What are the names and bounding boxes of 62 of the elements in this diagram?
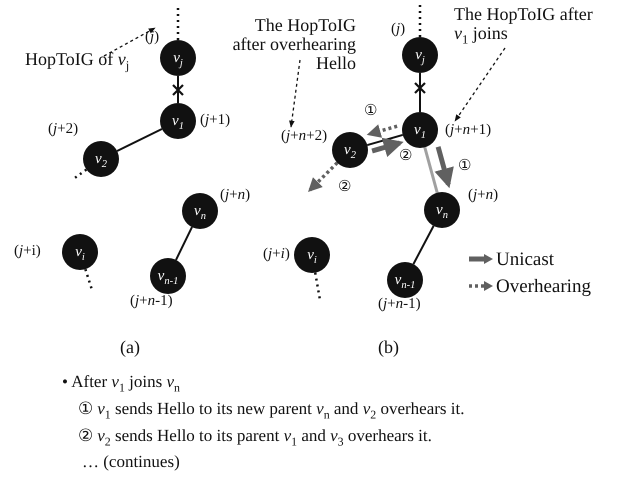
continuation-line (176, 6, 180, 40)
leader-arrow (289, 60, 301, 128)
node-circle (160, 40, 196, 76)
hop-count-label: (j+n) (468, 188, 498, 203)
message-arrow (366, 124, 398, 138)
node-label: v$_{n}$ (436, 202, 448, 218)
node-label: v$_{2}$ (95, 152, 107, 166)
bullet-text: • After v$_{1}$ joins v$_{n}$ (62, 373, 180, 390)
node-circle (402, 37, 438, 73)
hop-count-label: (j) (391, 22, 406, 37)
hop-count-label: (j+n) (220, 188, 250, 203)
link-line (423, 147, 439, 193)
hop-count-label: (j+n+1) (445, 123, 492, 138)
link-line (175, 226, 193, 260)
hop-count-label: (j+n+2) (281, 129, 328, 144)
node-circle (332, 132, 368, 168)
step-text: ② v$_{2}$ sends Hello to its parent v$_{1}$ and v$_{3}$ overhears it. (78, 427, 432, 444)
hop-count-label: (j+n-1) (378, 297, 421, 312)
node-label: v$_{2}$ (344, 142, 356, 158)
node-circle (424, 192, 460, 228)
node-label: v$_{1}$ (414, 122, 426, 138)
node-circle (83, 141, 119, 177)
node-label: v$_{n}$ (194, 204, 206, 218)
continuation-line (418, 4, 422, 37)
link-line (367, 134, 403, 146)
link-line (116, 128, 162, 152)
leader-arrow (104, 27, 156, 57)
node-circle (62, 234, 98, 270)
node-circle (160, 103, 196, 139)
annotation-text: The HopToIG after overhearing Hello (222, 16, 356, 73)
hop-count-label: (j+n-1) (130, 294, 173, 309)
hop-count-label: (j+i) (14, 244, 41, 259)
node-label: v$_{i}$ (75, 244, 85, 260)
message-arrow (434, 146, 454, 188)
node-label: v$_{n-1}$ (394, 272, 416, 288)
note-text: … (continues) (82, 453, 180, 470)
hop-count-label: (j+1) (200, 113, 230, 128)
step-text: ① v$_{1}$ sends Hello to its new parent v$_{n}$ and v$_{2}$ overhears it. (78, 400, 464, 417)
continuation-line (314, 272, 322, 300)
annotation-text: The HopToIG after v$_{1}$ joins (454, 5, 594, 43)
link-line (412, 225, 434, 265)
node-circle (402, 112, 438, 148)
node-label: v$_{1}$ (172, 114, 184, 128)
leader-arrow (454, 48, 506, 122)
continuation-line (84, 268, 94, 290)
node-circle (182, 193, 218, 229)
link-line (419, 73, 421, 112)
hop-count-label: (j) (145, 30, 160, 45)
legend-text: Overhearing (496, 277, 591, 296)
message-arrow (308, 161, 339, 192)
panel-label: (a) (120, 338, 140, 356)
hop-count-label: (j+i) (263, 247, 290, 262)
legend-text: Unicast (496, 250, 554, 269)
hop-count-label: (j+2) (48, 122, 78, 137)
panel-label: (b) (378, 338, 399, 356)
node-circle (387, 262, 423, 298)
message-arrow (371, 138, 404, 158)
link-line (177, 76, 179, 103)
node-label: v$_{i}$ (307, 248, 317, 262)
node-circle (150, 258, 186, 294)
node-label: v$_{n-1}$ (158, 268, 178, 284)
node-circle (294, 237, 330, 273)
